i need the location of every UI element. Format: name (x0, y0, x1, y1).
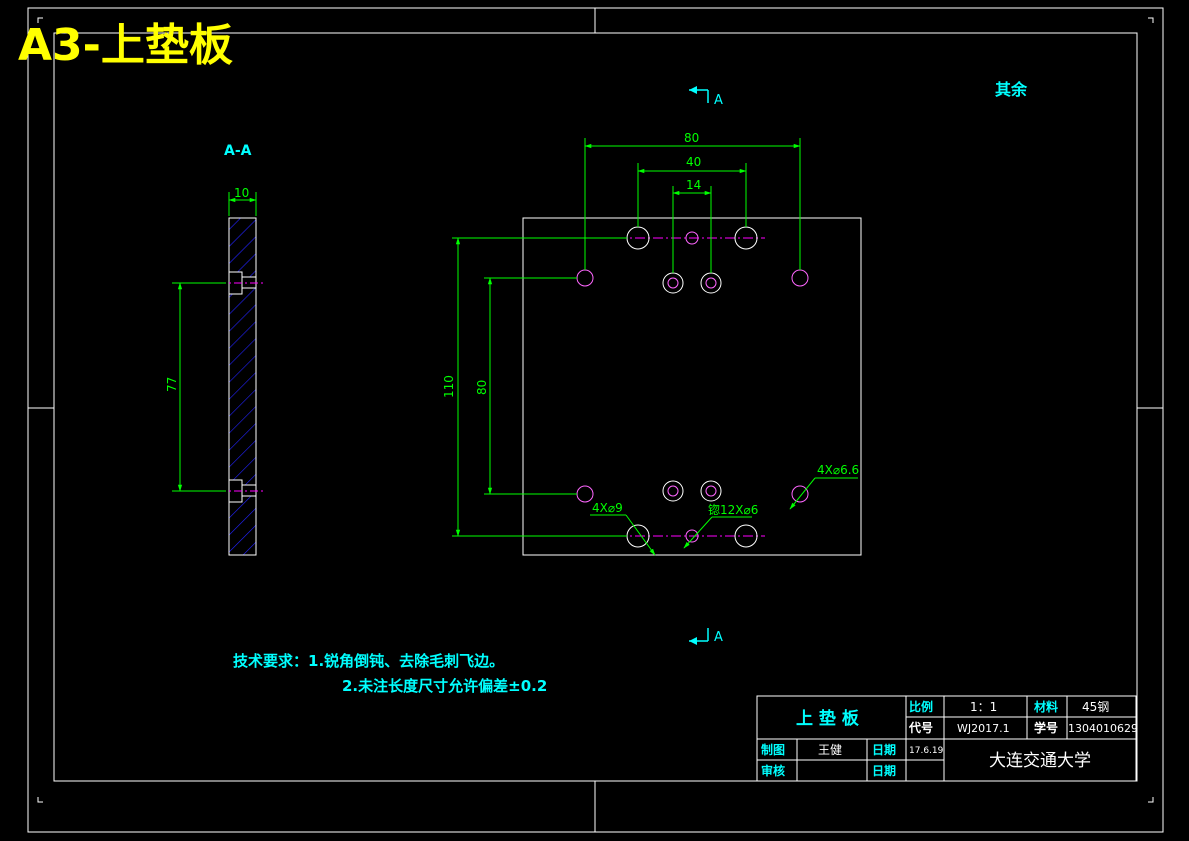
tech-req-line1: 技术要求：1.锐角倒钝、去除毛刺飞边。 (233, 652, 504, 670)
other-finish-note: 其余 (995, 80, 1028, 99)
part-name: 上 垫 板 (796, 708, 860, 729)
dim-hole-spacing-text: 77 (165, 377, 179, 392)
plate-outline (522, 217, 862, 556)
scale-value: 1：1 (970, 700, 997, 714)
hole-small (576, 231, 809, 543)
dim-80-top (584, 138, 801, 270)
tech-req-line2: 2.未注长度尺寸允许偏差±0.2 (342, 677, 547, 695)
school-name: 大连交通大学 (989, 751, 1091, 771)
sheet-title: A3-上垫板 (18, 20, 233, 71)
centerlines (617, 237, 765, 537)
corner-mark (37, 797, 43, 803)
corner-mark (1148, 797, 1154, 803)
scale-label: 比例 (909, 699, 933, 714)
dim-80-left (484, 277, 577, 495)
dim-80-top-text: 80 (684, 131, 699, 145)
section-marker-top: A (689, 86, 723, 108)
callout-6-6-text: 4X⌀6.6 (817, 463, 859, 477)
section-marker-bottom: A (689, 628, 723, 645)
section-hole-top (218, 271, 266, 295)
code-value: WJ2017.1 (957, 722, 1010, 735)
drawn-label: 制图 (761, 742, 785, 757)
student-no-label: 学号 (1034, 720, 1058, 735)
dim-14-top-text: 14 (686, 178, 701, 192)
corner-mark (37, 17, 43, 23)
dim-thickness-text: 10 (234, 186, 249, 200)
section-view: A-A 10 77 (165, 143, 266, 556)
hole-large (626, 226, 758, 548)
material-label: 材料 (1033, 699, 1058, 714)
section-plate (228, 217, 257, 556)
material-value: 45钢 (1082, 700, 1109, 714)
callout-9-text: 4X⌀9 (592, 501, 623, 515)
sheet-frame (27, 7, 1164, 833)
checked-label: 审核 (761, 763, 785, 778)
code-label: 代号 (908, 720, 933, 735)
student-no-value: 1304010629 (1068, 722, 1138, 735)
dim-40-top-text: 40 (686, 155, 701, 169)
dim-thickness (228, 192, 257, 216)
dim-110-left-text: 110 (442, 375, 456, 398)
dim-80-left-text: 80 (475, 380, 489, 395)
date2-label: 日期 (872, 763, 896, 778)
callout-6-6 (789, 477, 858, 510)
date-value: 17.6.19 (909, 746, 944, 756)
front-view: 80 40 14 110 80 4 (442, 131, 862, 556)
callout-m6-text: 锪12X⌀6 (708, 502, 758, 517)
section-view-label: A-A (224, 143, 252, 159)
dim-110-left (452, 237, 627, 537)
dim-hole-spacing (172, 282, 226, 492)
callout-m6 (683, 516, 752, 549)
dim-40-top (637, 163, 747, 227)
title-block: 上 垫 板 比例 1：1 材料 45钢 代号 WJ2017.1 学号 13040… (756, 695, 1138, 782)
corner-mark (1148, 17, 1154, 23)
drawn-value: 王健 (818, 743, 842, 757)
date-label: 日期 (872, 742, 896, 757)
hole-counterbore (662, 272, 722, 502)
dim-14-top (672, 186, 712, 273)
section-letter: A (714, 93, 723, 108)
inner-border (53, 32, 1138, 782)
section-hole-bottom (218, 479, 266, 503)
callout-9 (590, 514, 656, 556)
section-letter: A (714, 630, 723, 645)
